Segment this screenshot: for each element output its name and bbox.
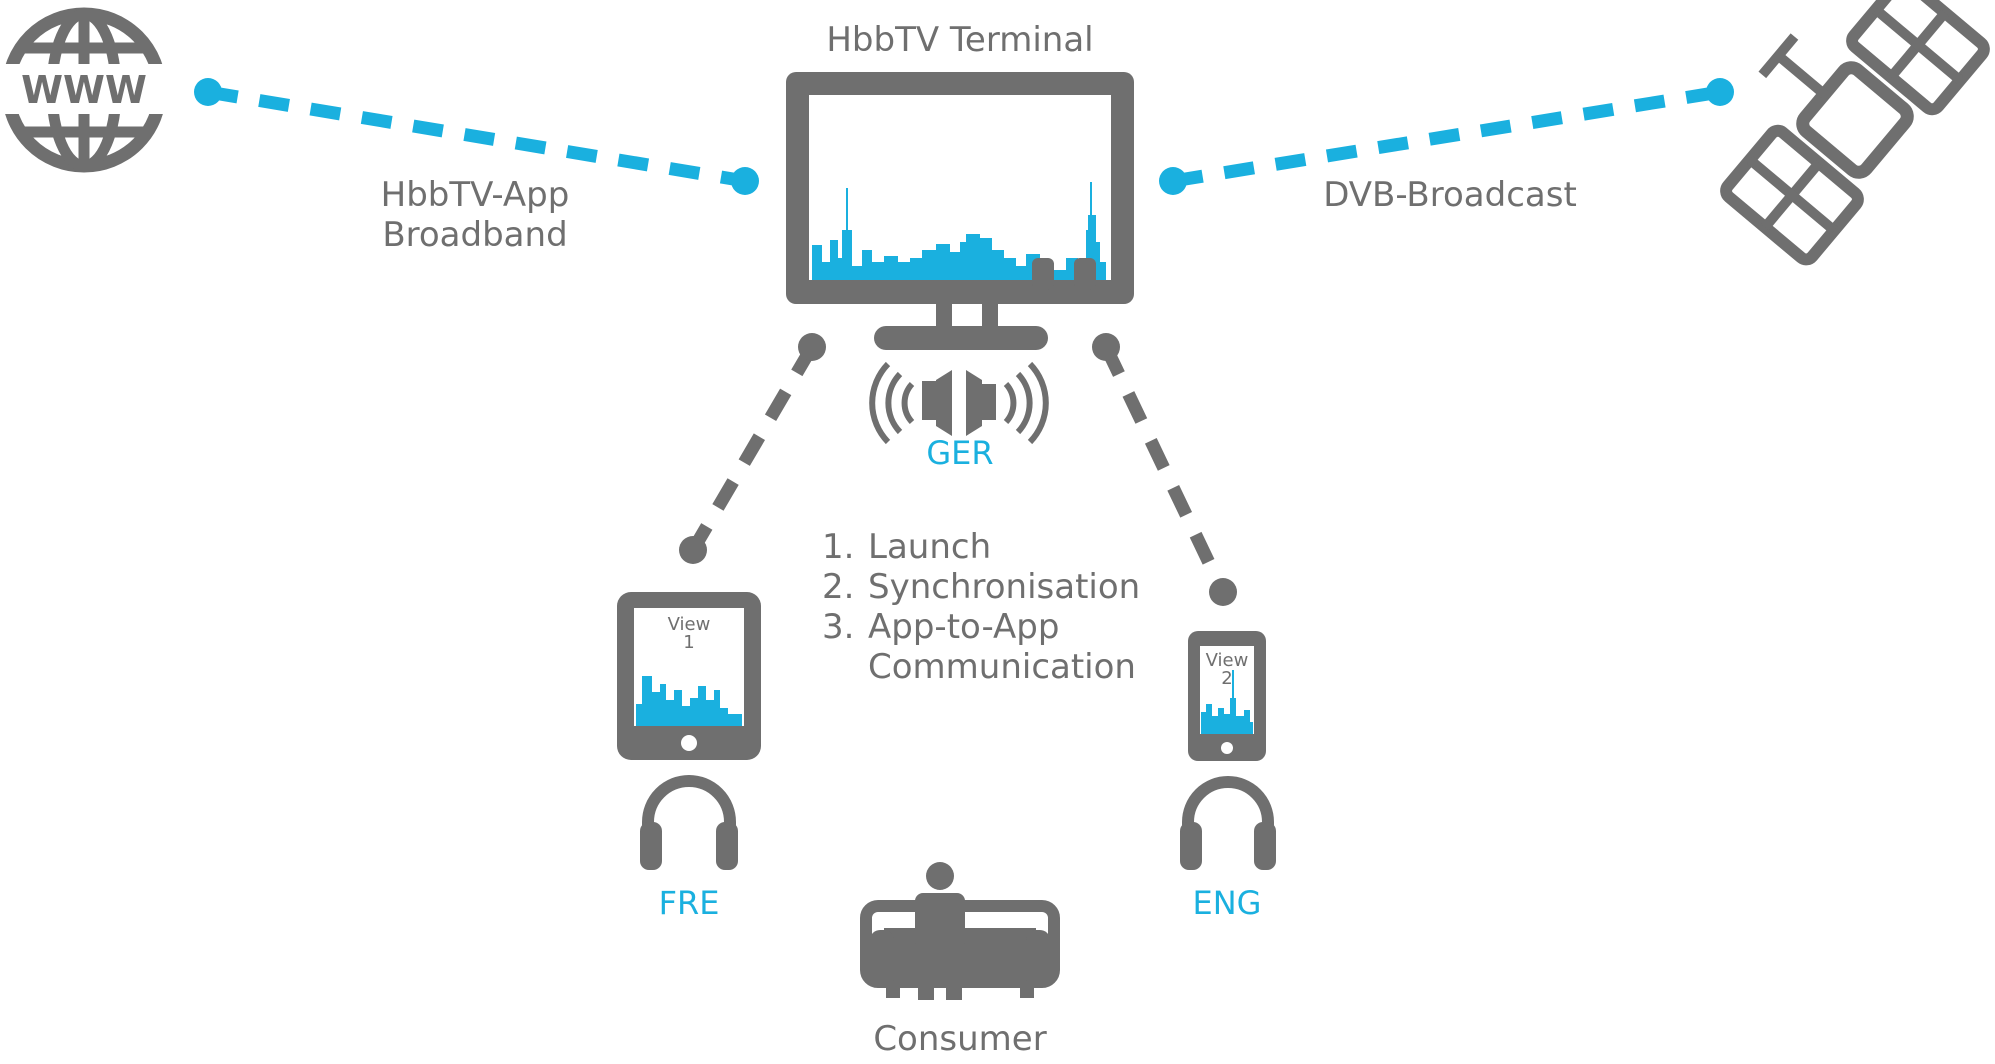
tablet-view-label-line1: View [668, 614, 711, 635]
tv-icon [786, 72, 1134, 350]
speaker-left-icon [869, 361, 952, 445]
step-text: Communication [868, 647, 1136, 687]
step-number: 1. [822, 527, 854, 567]
connection-endpoint [679, 536, 707, 564]
connection-endpoint [798, 333, 826, 361]
step-text: Launch [868, 527, 991, 567]
step-text: App-to-App [868, 607, 1059, 647]
headphones-icon [1180, 776, 1276, 870]
www-text: WWW [21, 68, 147, 112]
connection-endpoint [1706, 78, 1734, 106]
person-on-sofa-icon [860, 862, 1060, 1000]
connection-endpoint [1209, 578, 1237, 606]
connection-endpoint [731, 167, 759, 195]
phone-view-label-line1: View [1206, 650, 1249, 671]
connection-endpoint [1092, 333, 1120, 361]
tablet-skyline [636, 676, 742, 726]
terminal-audio-language: GER [926, 434, 993, 472]
tablet-language: FRE [659, 884, 720, 922]
headphones-icon [640, 775, 738, 870]
terminal-title: HbbTV Terminal [826, 20, 1093, 60]
phone-view-label-line2: 2 [1221, 668, 1232, 689]
tablet-icon: View 1 [617, 592, 761, 760]
smartphone-icon: View 2 [1188, 631, 1266, 761]
connection-endpoint [1159, 167, 1187, 195]
broadcast-label: DVB-Broadcast [1323, 175, 1577, 215]
phone-skyline [1201, 670, 1253, 734]
connection-endpoint [194, 78, 222, 106]
city-skyline [812, 182, 1106, 280]
phone-language: ENG [1193, 884, 1262, 922]
satellite-icon [1720, 0, 1990, 266]
speaker-right-icon [966, 361, 1049, 445]
broadband-label-line2: Broadband [382, 215, 567, 255]
broadband-connection [194, 78, 759, 195]
step-number: 3. [822, 607, 854, 647]
step-number: 2. [822, 567, 854, 607]
tablet-view-label-line2: 1 [683, 632, 694, 653]
broadcast-connection [1159, 78, 1734, 195]
globe-www-icon: WWW [0, 7, 170, 173]
steps-list: 1. Launch 2. Synchronisation 3. App-to-A… [822, 527, 1140, 687]
step-text: Synchronisation [868, 567, 1140, 607]
phone-connection [1092, 333, 1237, 606]
consumer-label: Consumer [873, 1019, 1046, 1059]
tablet-connection [679, 333, 826, 564]
broadband-label-line1: HbbTV-App [381, 175, 570, 215]
